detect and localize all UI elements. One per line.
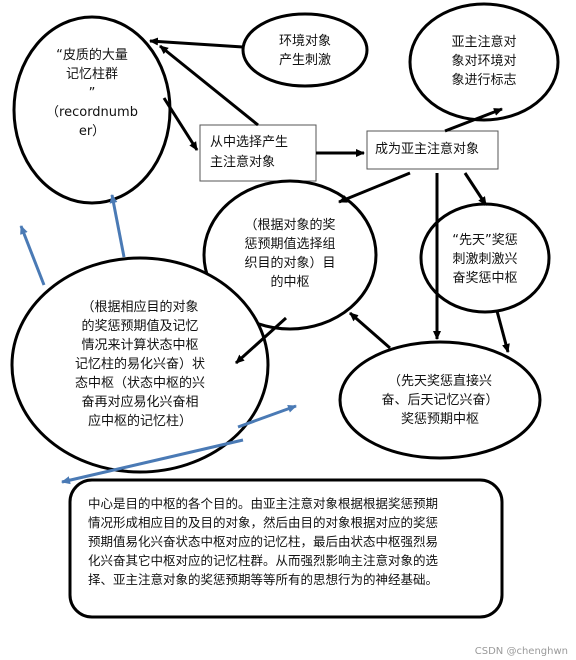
memory-groups-label: “皮质的大量 记忆柱群 ” （recordnumb er） [46, 48, 138, 139]
summary-text: 中心是目的中枢的各个目的。由亚主注意对象根据根据奖惩预期 情况形成相应目的及目的… [88, 496, 439, 587]
sub-mark-label: 亚主注意对 象对环境对 象进行标志 [451, 35, 517, 88]
become-sub-label: 成为亚主注意对象 [375, 142, 480, 157]
expect-center-ellipse [338, 340, 542, 460]
blue-arrow-up-left [19, 225, 46, 286]
arrow-expect-to-goal [349, 311, 391, 350]
goal-center-ellipse [202, 179, 378, 331]
env-stimulus-ellipse [241, 12, 369, 88]
state-center-label: （根据相应目的对象 的奖惩预期值及记忆 情况来计算状态中枢 记忆柱的易化兴奋）状… [74, 300, 205, 429]
arrow-sub-to-goal [338, 171, 411, 204]
arrow-sub-to-mark [444, 107, 503, 133]
arrow-memory-to-choose [162, 97, 199, 151]
arrow-goal-to-state [234, 316, 288, 365]
arrow-sub-to-innate [463, 172, 488, 206]
state-center-ellipse [10, 256, 270, 474]
arrow-innate-to-expect [495, 310, 510, 353]
blue-arrow-right [237, 404, 297, 429]
choose-main-label: 从中选择产生 主注意对象 [210, 135, 289, 170]
innate-center-label: “先天”奖惩 刺激刺激兴 奋奖惩中枢 [452, 233, 518, 286]
sub-mark-ellipse [408, 2, 560, 122]
blue-arrow-down-left [61, 438, 244, 485]
summary-box [68, 478, 504, 619]
expect-center-label: （先天奖惩直接兴 奋、后天记忆兴奋） 奖惩预期中枢 [381, 374, 499, 427]
watermark: CSDN @chenghwn [474, 646, 568, 657]
blue-arrow-up [109, 194, 126, 258]
goal-center-label: （根据对象的奖 惩预期值选择组 织目的对象）目 的中枢 [244, 218, 336, 290]
become-sub-box [366, 130, 499, 170]
arrow-choose-to-memory [159, 44, 259, 127]
env-stimulus-label: 环境对象 产生刺激 [278, 34, 331, 68]
arrow-env-to-memory [149, 37, 244, 49]
